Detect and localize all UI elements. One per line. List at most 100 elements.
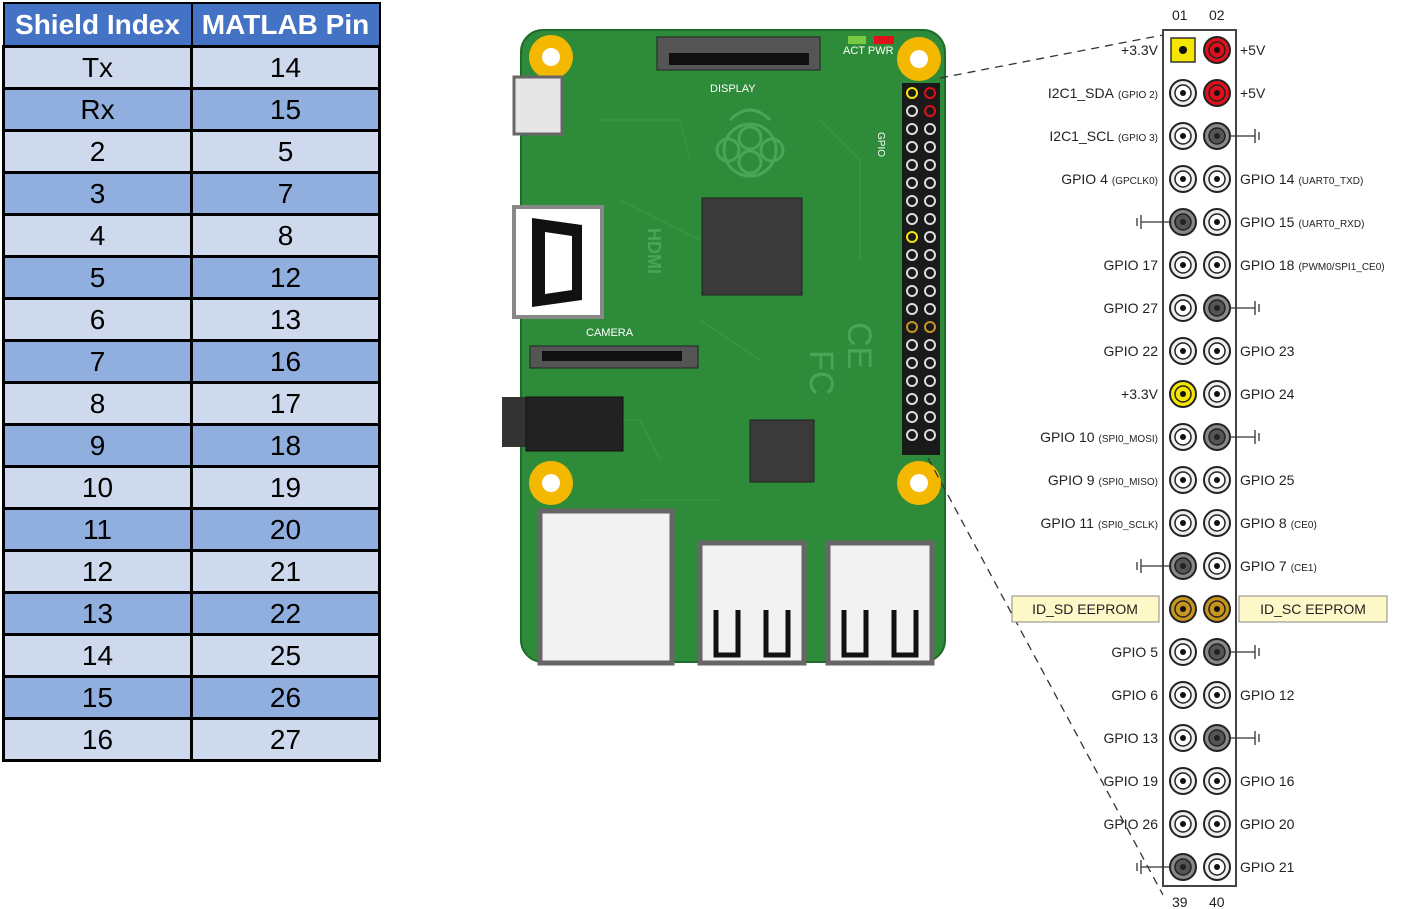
- pin-name: GPIO 27: [1104, 300, 1159, 316]
- board-pin: [924, 123, 936, 135]
- matlab-pin-cell: 16: [190, 339, 381, 384]
- pin-label: GPIO 18(PWM0/SPI1_CE0): [1240, 257, 1385, 273]
- matlab-pin-cell: 19: [190, 465, 381, 510]
- pin-label: GPIO 23: [1240, 343, 1295, 359]
- ground-pin-icon: [1203, 724, 1231, 752]
- table-header-row: Shield Index MATLAB Pin: [2, 2, 381, 48]
- pin-label: GPIO 7(CE1): [1240, 558, 1317, 574]
- pin-label: GPIO 6: [1111, 687, 1158, 703]
- raspberry-logo-icon: [715, 108, 785, 178]
- shield-index-cell: 10: [2, 465, 193, 510]
- header-pin-icon: [1203, 509, 1231, 537]
- pin-function: (UART0_RXD): [1298, 219, 1364, 230]
- pin-label: GPIO 16: [1240, 773, 1295, 789]
- hdmi-label: HDMI: [644, 228, 664, 274]
- shield-index-cell: 2: [2, 129, 193, 174]
- header-pin-icon: [1169, 79, 1197, 107]
- ground-symbol-icon: [1231, 129, 1260, 143]
- ground-pin-icon: [1169, 853, 1197, 881]
- header-pin-icon: [1169, 423, 1197, 451]
- pin-name: GPIO 6: [1111, 687, 1158, 703]
- pin-name: GPIO 4: [1061, 171, 1108, 187]
- gpio-header-zoomed: [1162, 29, 1237, 887]
- matlab-pin-cell: 12: [190, 255, 381, 300]
- shield-index-cell: Tx: [2, 45, 193, 90]
- board-pin: [906, 105, 918, 117]
- pin-name: GPIO 15: [1240, 214, 1295, 230]
- header-pin-icon: [1203, 552, 1231, 580]
- board-pin: [924, 393, 936, 405]
- pin-name: I2C1_SDA: [1048, 85, 1115, 101]
- pin-label: +3.3V: [1121, 42, 1159, 58]
- pin-label: GPIO 12: [1240, 687, 1295, 703]
- ground-pin-icon: [1203, 638, 1231, 666]
- board-pin: [924, 321, 936, 333]
- ground-symbol-icon: [1136, 559, 1169, 573]
- board-pin: [924, 141, 936, 153]
- matlab-pin-cell: 15: [190, 87, 381, 132]
- pin-name: +5V: [1240, 42, 1266, 58]
- ground-symbol-icon: [1231, 645, 1260, 659]
- pin-name: GPIO 21: [1240, 859, 1295, 875]
- header-pin-icon: [1203, 36, 1231, 64]
- board-pin: [924, 177, 936, 189]
- board-pin: [924, 231, 936, 243]
- pin-name: +3.3V: [1121, 386, 1159, 402]
- pin-name: GPIO 17: [1104, 257, 1159, 273]
- ground-pin-icon: [1203, 122, 1231, 150]
- matlab-pin-cell: 14: [190, 45, 381, 90]
- board-pin: [906, 231, 918, 243]
- shield-index-cell: 13: [2, 591, 193, 636]
- board-pin: [906, 123, 918, 135]
- header-pin-icon: [1203, 165, 1231, 193]
- zoom-line-top: [939, 34, 1164, 79]
- pin-name: GPIO 16: [1240, 773, 1295, 789]
- pin-name: GPIO 25: [1240, 472, 1295, 488]
- matlab-pin-cell: 20: [190, 507, 381, 552]
- board-pin: [924, 285, 936, 297]
- pin-label: +5V: [1240, 85, 1266, 101]
- matlab-pin-cell: 22: [190, 591, 381, 636]
- usb-controller-chip: [749, 419, 815, 483]
- matlab-pin-cell: 13: [190, 297, 381, 342]
- board-pin: [906, 213, 918, 225]
- header-pin-icon: [1169, 681, 1197, 709]
- header-pin-icon: [1169, 767, 1197, 795]
- pin-function: (SPI0_SCLK): [1098, 520, 1158, 531]
- header-pin-icon: [1203, 337, 1231, 365]
- header-pin-icon: [1203, 810, 1231, 838]
- header-pin-icon: [1170, 37, 1196, 63]
- ground-symbol-icon: [1231, 430, 1260, 444]
- shield-index-cell: 7: [2, 339, 193, 384]
- pin-label: GPIO 14(UART0_TXD): [1240, 171, 1363, 187]
- pin-function: (PWM0/SPI1_CE0): [1298, 262, 1384, 273]
- board-pin: [924, 375, 936, 387]
- matlab-pin-cell: 8: [190, 213, 381, 258]
- shield-index-cell: 9: [2, 423, 193, 468]
- header-pin-icon: [1203, 79, 1231, 107]
- board-pin: [906, 141, 918, 153]
- matlab-pin-cell: 27: [190, 717, 381, 762]
- header-matlab-pin: MATLAB Pin: [190, 2, 381, 48]
- header-pin-icon: [1169, 165, 1197, 193]
- ground-pin-icon: [1203, 423, 1231, 451]
- header-pin-icon: [1203, 380, 1231, 408]
- pin-name: GPIO 20: [1240, 816, 1295, 832]
- board-pin: [924, 411, 936, 423]
- pin-label: GPIO 27: [1104, 300, 1159, 316]
- pin-name: GPIO 19: [1104, 773, 1159, 789]
- ground-pin-icon: [1169, 208, 1197, 236]
- pin-name: GPIO 12: [1240, 687, 1295, 703]
